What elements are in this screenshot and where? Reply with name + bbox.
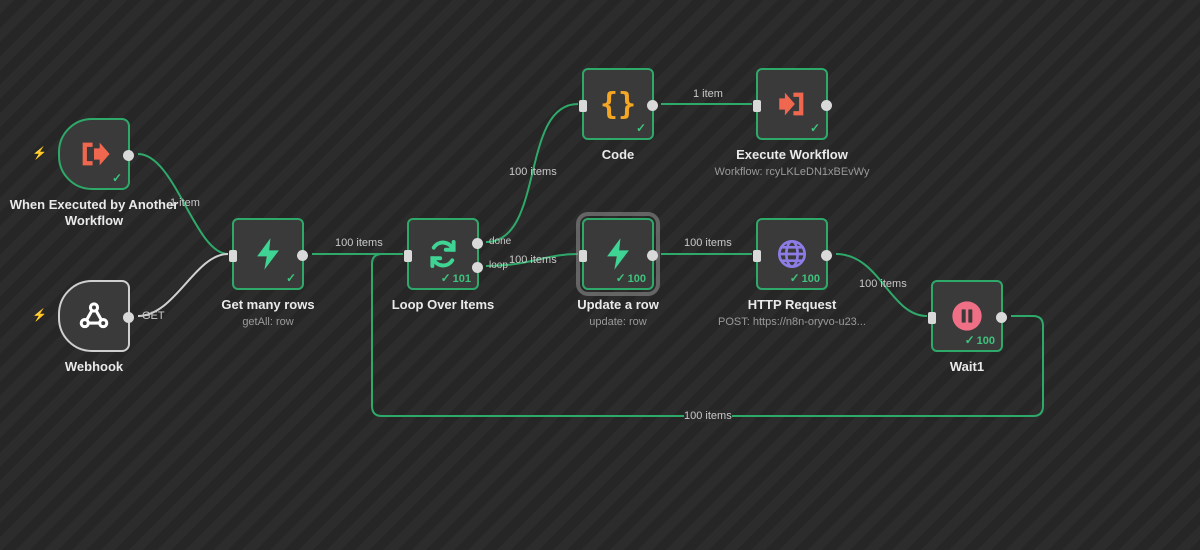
- node-loop-over-items[interactable]: ✓101: [404, 218, 483, 290]
- item-count: 100: [627, 273, 646, 285]
- refresh-icon: [425, 236, 461, 272]
- code-braces-icon: {}: [599, 86, 637, 122]
- input-port[interactable]: [579, 100, 587, 112]
- node-update-a-row[interactable]: ✓100: [576, 212, 660, 296]
- output-port[interactable]: [647, 250, 658, 261]
- node-when-executed[interactable]: ✓: [58, 118, 134, 190]
- edge-label: 100 items: [509, 166, 557, 178]
- edge-label: 100 items: [335, 237, 383, 249]
- output-label: done: [489, 236, 512, 247]
- node-subtitle: update: row: [589, 316, 647, 328]
- node-execute-workflow[interactable]: ✓: [753, 68, 832, 140]
- item-count: 100: [801, 273, 820, 285]
- output-label: loop: [489, 260, 508, 271]
- edge-webhook-get[interactable]: [137, 253, 229, 317]
- output-port[interactable]: [821, 100, 832, 111]
- input-port[interactable]: [579, 250, 587, 262]
- edge-http-wait[interactable]: [835, 253, 928, 317]
- edge-label: 100 items: [684, 410, 732, 422]
- output-label: GET: [142, 310, 165, 322]
- input-port[interactable]: [753, 250, 761, 262]
- success-check-icon: ✓101: [440, 271, 471, 285]
- node-title: Webhook: [64, 359, 124, 374]
- success-check-icon: ✓: [635, 121, 646, 135]
- trigger-bolt-icon: ⚡: [32, 146, 47, 160]
- output-port[interactable]: [123, 312, 134, 323]
- item-count: 101: [452, 273, 471, 285]
- node-title: HTTP Request: [747, 297, 837, 312]
- success-check-icon: ✓100: [789, 271, 820, 285]
- output-port[interactable]: [996, 312, 1007, 323]
- success-check-icon: ✓: [111, 171, 122, 185]
- trigger-bolt-icon: ⚡: [32, 308, 47, 322]
- node-http-request[interactable]: ✓100: [753, 218, 832, 290]
- edge-label: 100 items: [684, 237, 732, 249]
- edge-label: 1 item: [693, 88, 723, 100]
- node-get-many-rows[interactable]: ✓: [229, 218, 308, 290]
- node-title: Update a row: [577, 297, 659, 312]
- globe-icon: [774, 236, 810, 272]
- sign-out-icon: [76, 136, 112, 172]
- edge-trigger-get[interactable]: [137, 153, 229, 255]
- node-title: Code: [601, 147, 635, 162]
- output-port-done[interactable]: [472, 238, 483, 249]
- output-port-loop[interactable]: [472, 262, 483, 273]
- node-subtitle: Workflow: rcyLKLeDN1xBEvWy: [714, 166, 870, 178]
- pause-icon: [949, 298, 985, 334]
- node-code[interactable]: {} ✓: [579, 68, 658, 140]
- output-port[interactable]: [297, 250, 308, 261]
- output-port[interactable]: [647, 100, 658, 111]
- node-webhook[interactable]: [58, 280, 134, 352]
- item-count: 100: [976, 335, 995, 347]
- edge-loop-update[interactable]: [485, 253, 579, 267]
- input-port[interactable]: [404, 250, 412, 262]
- bolt-icon: [600, 236, 636, 272]
- node-title: Get many rows: [221, 297, 315, 312]
- success-check-icon: ✓: [285, 271, 296, 285]
- sign-in-icon: [774, 86, 810, 122]
- node-title: Execute Workflow: [736, 147, 848, 162]
- output-port[interactable]: [821, 250, 832, 261]
- success-check-icon: ✓100: [964, 333, 995, 347]
- input-port[interactable]: [753, 100, 761, 112]
- success-check-icon: ✓: [809, 121, 820, 135]
- input-port[interactable]: [928, 312, 936, 324]
- bolt-icon: [250, 236, 286, 272]
- edge-label: 100 items: [509, 254, 557, 266]
- node-subtitle: getAll: row: [242, 316, 294, 328]
- edge-label: 100 items: [859, 278, 907, 290]
- webhook-icon: [76, 298, 112, 334]
- input-port[interactable]: [229, 250, 237, 262]
- edge-loop-code[interactable]: [485, 103, 579, 243]
- node-title: Wait1: [949, 359, 985, 374]
- node-title: Loop Over Items: [391, 297, 495, 312]
- output-port[interactable]: [123, 150, 134, 161]
- node-title: When Executed by Another Workflow: [9, 197, 179, 228]
- edge-label: 1 item: [170, 197, 200, 209]
- success-check-icon: ✓100: [615, 271, 646, 285]
- node-subtitle: POST: https://n8n-oryvo-u23...: [718, 316, 866, 328]
- node-wait1[interactable]: ✓100: [928, 280, 1007, 352]
